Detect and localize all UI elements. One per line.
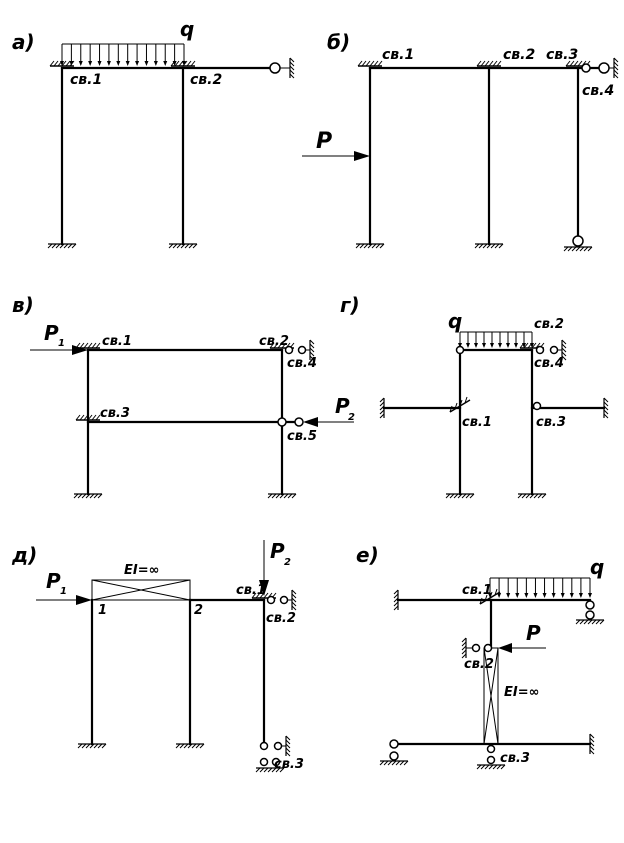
panel-b-pinned-support-icon — [572, 235, 584, 247]
panel-b-label-c3: св.3 — [546, 47, 578, 63]
panel-e-wall-c2-icon — [461, 637, 467, 659]
panel-v-title: в) — [12, 293, 34, 317]
panel-b-label-c4: св.4 — [582, 83, 614, 99]
panel-e-p-label: P — [526, 621, 541, 645]
panel-e-q-label: q — [590, 555, 604, 579]
panel-d-p1-sub: 1 — [60, 586, 67, 597]
panel-b-wall-support-icon — [613, 57, 619, 79]
panel-e-wall-bottom-right-icon — [589, 733, 595, 755]
panel-d-p2-label: P — [270, 539, 285, 563]
panel-b-constraint-1-icon — [357, 60, 383, 67]
panel-b-label-c2: св.2 — [503, 47, 535, 63]
panel-e-distributed-load — [488, 577, 592, 598]
panel-g-label-c2: св.2 — [534, 317, 564, 332]
panel-b-label-c1: св.1 — [382, 47, 414, 63]
panel-v-p2-label: P — [335, 394, 350, 418]
panel-e-ground-right-icon — [575, 619, 605, 625]
panel-g: г) q св.2 св.4 св.1 св.3 — [340, 293, 609, 499]
panel-d-fixed-support-left-icon — [77, 743, 107, 749]
panel-v: в) св.1 св.3 св.2 св.4 св.5 P 1 P 2 — [12, 293, 355, 499]
panel-a: а) q св.1 св.2 — [12, 17, 295, 249]
panel-d-label-c1: св.1 — [236, 583, 266, 598]
panel-v-hinge-top-icon — [297, 345, 307, 355]
panel-e: е) q св.1 EI=∞ св.2 P — [356, 543, 605, 770]
panel-d-title: д) — [11, 543, 37, 567]
panel-e-label-c1: св.1 — [462, 583, 492, 598]
panel-b-title: б) — [327, 30, 350, 54]
panel-e-ground-left-icon — [379, 760, 409, 766]
panel-d-hinge-c3b-icon — [271, 757, 281, 767]
panel-e-ei-label: EI=∞ — [504, 685, 539, 700]
panel-v-p2-sub: 2 — [348, 412, 355, 423]
panel-v-label-c1: св.1 — [102, 334, 132, 349]
panel-a-label-c2: св.2 — [190, 72, 222, 88]
panel-v-hinge-5a-icon — [277, 417, 287, 427]
panel-g-label-c1: св.1 — [462, 415, 492, 430]
panel-v-label-c5: св.5 — [287, 429, 317, 444]
panel-d-label-c2: св.2 — [266, 611, 296, 626]
panel-g-q-label: q — [448, 309, 462, 333]
panel-d-hinge-c3a-icon — [273, 741, 283, 751]
panel-a-label-c1: св.1 — [70, 72, 102, 88]
panel-v-label-c2: св.2 — [259, 334, 289, 349]
panel-b-constraint-2-icon — [476, 60, 502, 67]
panel-d-p2-sub: 2 — [284, 557, 291, 568]
panel-b-p-label: P — [316, 129, 332, 154]
panel-d-label-c3: св.3 — [274, 757, 304, 772]
panel-g-title: г) — [340, 293, 360, 317]
panel-b: б) св.1 св.2 св.3 св.4 P — [302, 30, 619, 252]
panel-e-hinge-c2-icon — [483, 643, 493, 653]
panel-b-pinned-ground-icon — [563, 246, 593, 252]
panel-e-hinge-bottom-left-icon — [389, 739, 399, 749]
panel-d-node-1: 1 — [98, 603, 107, 618]
panel-d-ei-label: EI=∞ — [124, 563, 159, 578]
panel-g-distributed-load — [458, 331, 534, 348]
panel-a-wall-support-icon — [289, 57, 295, 79]
panel-v-p1-label: P — [44, 321, 59, 345]
panel-b-hinge-icon — [581, 63, 591, 73]
panel-g-constraint-3-icon — [532, 401, 542, 411]
panel-e-pinned-support-icon — [585, 600, 595, 610]
panel-d-hinge-c2-icon — [279, 595, 289, 605]
panel-d-wall-c3-icon — [285, 735, 291, 757]
panel-g-label-c4: св.4 — [534, 356, 564, 371]
panel-v-p1-sub: 1 — [58, 338, 65, 349]
panel-v-constraint-1-icon — [75, 342, 101, 349]
panel-v-hinge-5b-icon — [294, 417, 304, 427]
panel-v-label-c3: св.3 — [100, 406, 130, 421]
panel-d-wall-c2-icon — [291, 589, 297, 611]
panel-a-hinge-icon — [269, 62, 281, 74]
panel-g-label-c3: св.3 — [536, 415, 566, 430]
panel-d-node-2: 2 — [194, 603, 203, 618]
panel-d: д) EI=∞ 1 2 P 1 св.1 св.2 P 2 — [11, 539, 304, 773]
panel-d-fixed-support-right-icon — [175, 743, 205, 749]
panel-g-hinge-right-icon — [549, 345, 559, 355]
panel-g-wall-right-icon — [603, 397, 609, 419]
panel-a-distributed-load — [60, 43, 186, 66]
panel-e-title: е) — [356, 543, 379, 567]
panel-e-label-c3: св.3 — [500, 751, 530, 766]
panel-d-rigid-beam — [91, 579, 191, 601]
panel-e-hinge-c3-icon — [486, 744, 496, 754]
panel-d-p1-label: P — [46, 569, 61, 593]
panel-a-title: а) — [12, 30, 35, 54]
panel-b-hinge-2-icon — [598, 62, 610, 74]
panel-g-hinge-left-icon — [455, 345, 465, 355]
panel-a-q-label: q — [180, 17, 194, 41]
panel-e-label-c2: св.2 — [464, 657, 494, 672]
